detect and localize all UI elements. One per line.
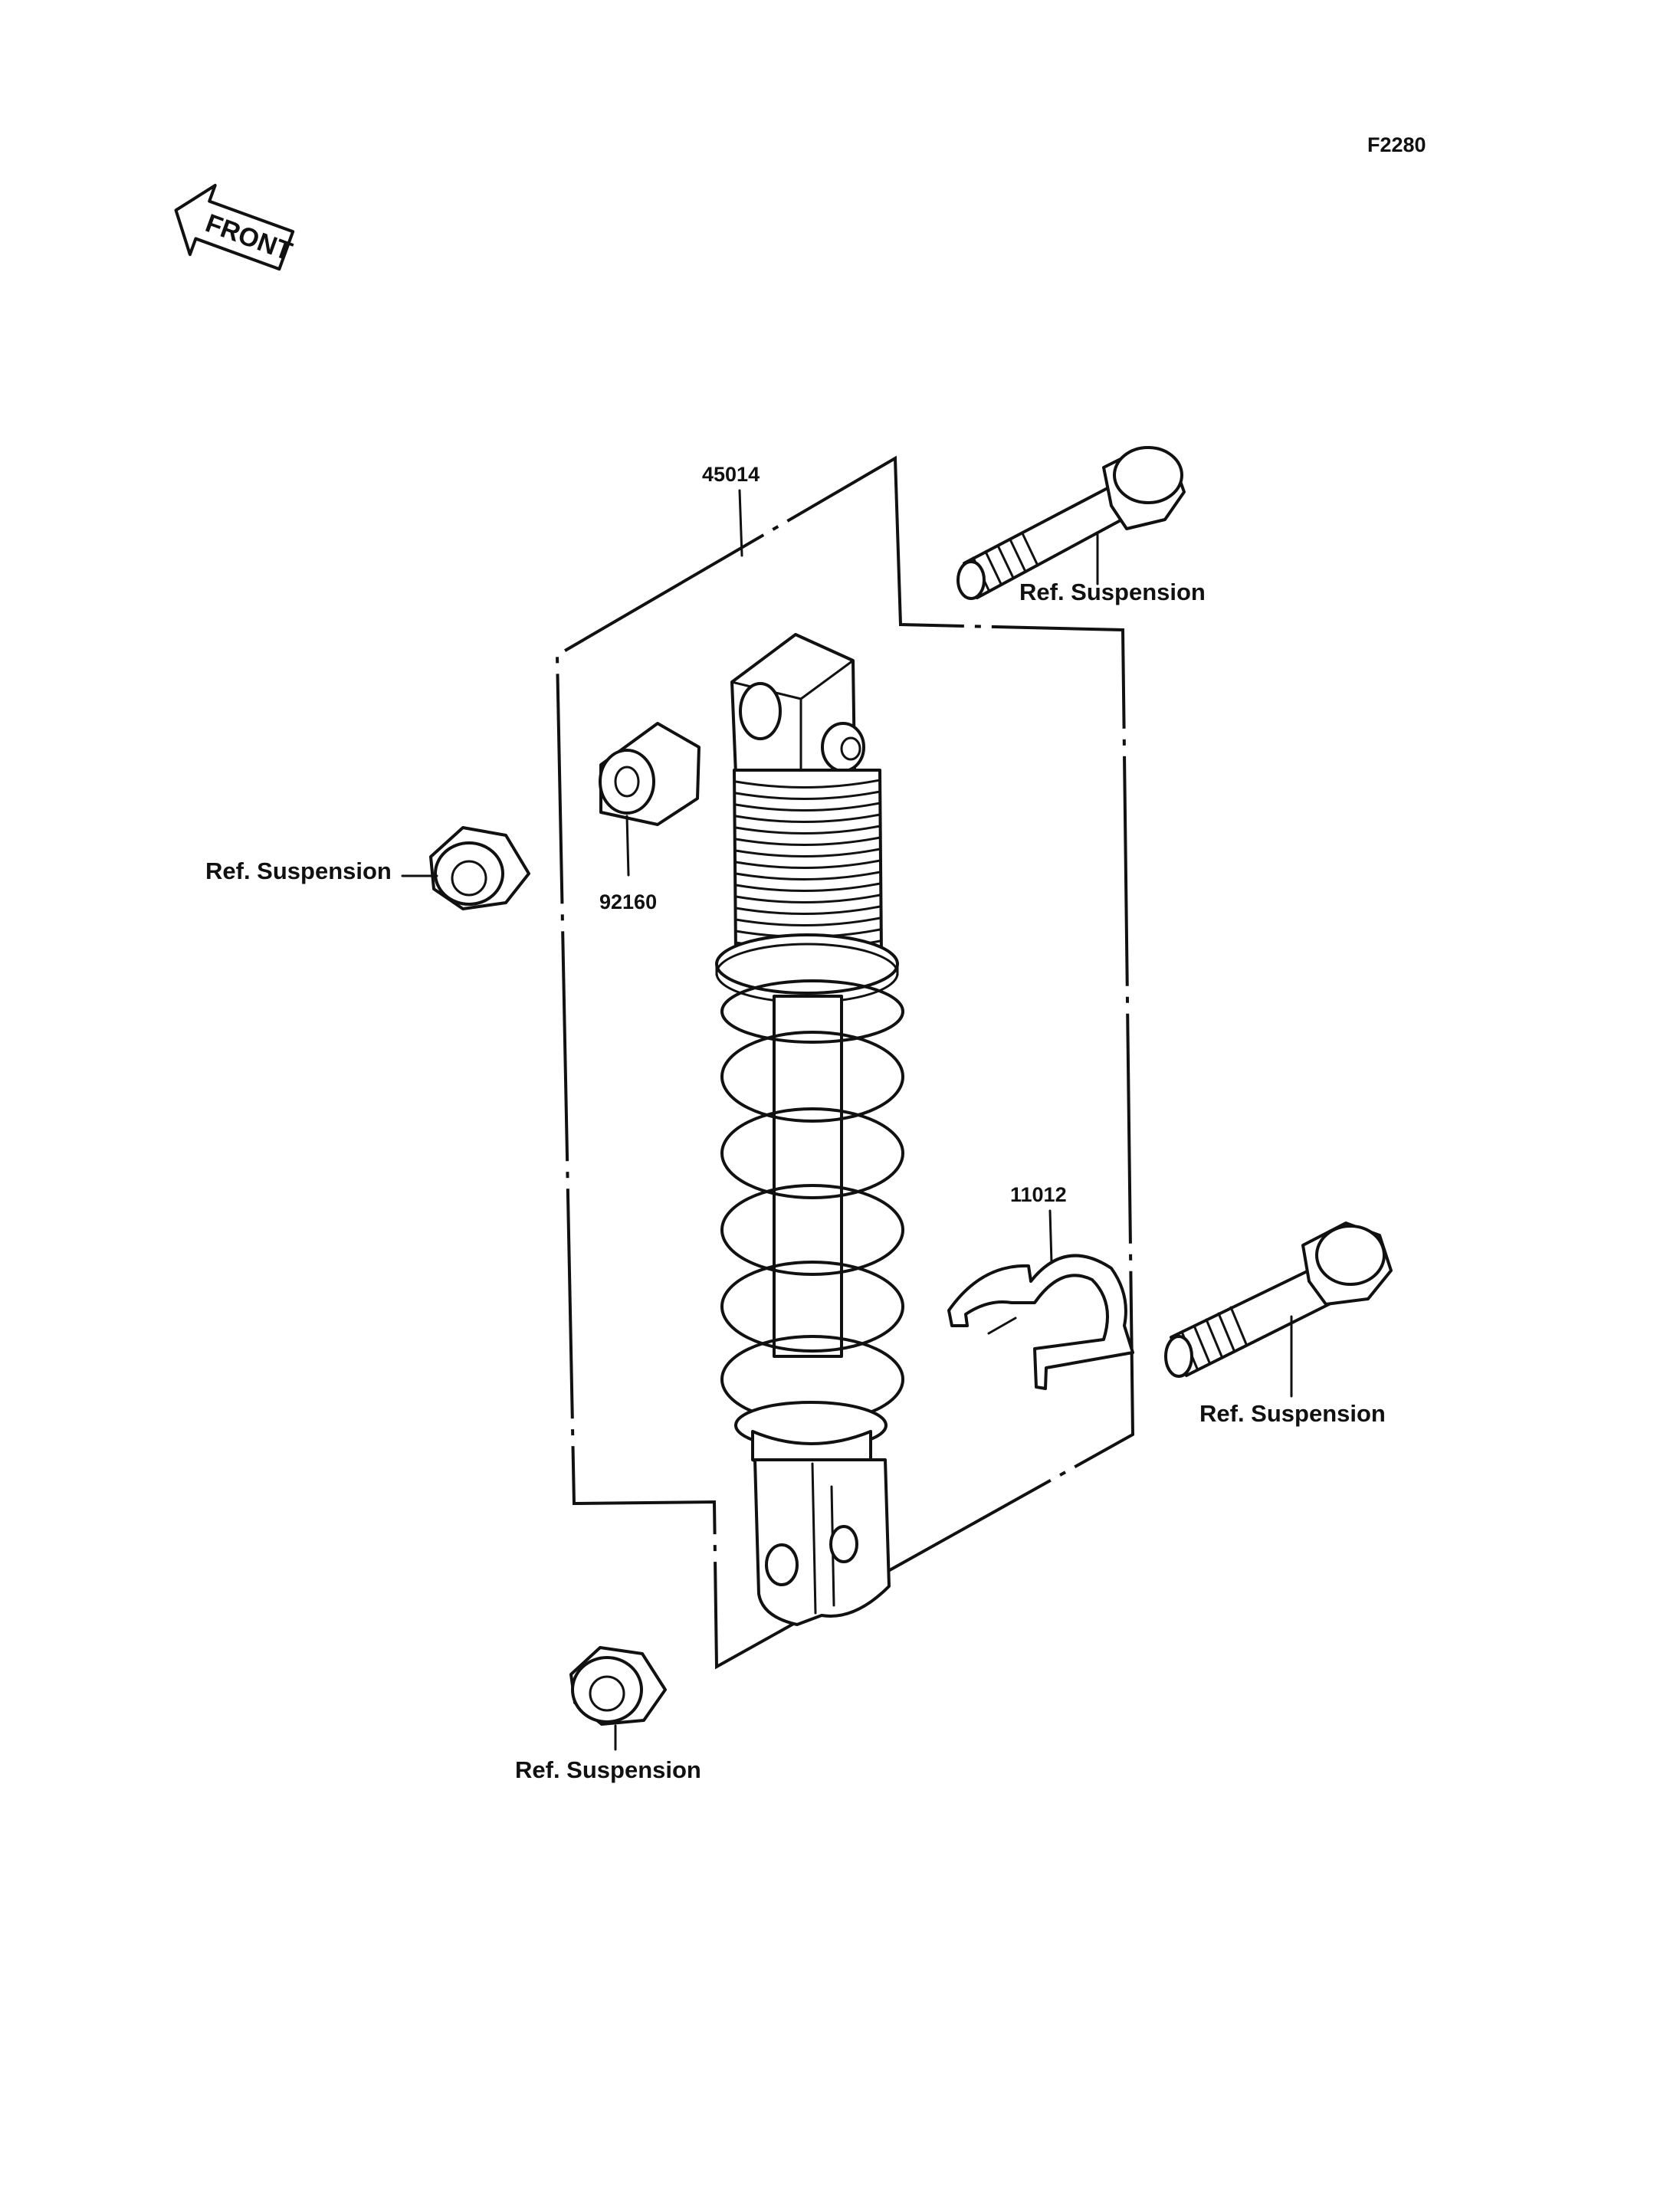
leader-45014 bbox=[738, 489, 743, 557]
callout-92160: 92160 bbox=[599, 890, 657, 913]
figure-code: F2280 bbox=[1367, 133, 1426, 156]
callout-45014: 45014 bbox=[702, 463, 760, 486]
lower-bolt bbox=[1164, 1221, 1393, 1398]
upper-mount-hole bbox=[739, 682, 782, 740]
upper-bolt bbox=[956, 446, 1186, 600]
callout-11012: 11012 bbox=[1010, 1183, 1067, 1206]
left-nut bbox=[401, 826, 530, 910]
coil-spring bbox=[720, 979, 904, 1424]
bushing-92160 bbox=[599, 722, 701, 877]
front-arrow-icon: FRONT bbox=[174, 183, 296, 271]
label-bolt-lower: Ref. Suspension bbox=[1199, 1400, 1386, 1427]
leader-11012 bbox=[1048, 1209, 1053, 1264]
clamp-11012 bbox=[947, 1209, 1134, 1390]
label-nut-left: Ref. Suspension bbox=[205, 857, 392, 884]
shock-absorber bbox=[715, 633, 904, 1626]
label-bolt-upper: Ref. Suspension bbox=[1019, 579, 1206, 605]
assembly-outline bbox=[555, 455, 1135, 1670]
label-nut-bottom: Ref. Suspension bbox=[515, 1756, 701, 1783]
bottom-nut bbox=[569, 1646, 667, 1751]
lower-mount-hole bbox=[765, 1543, 799, 1586]
leader-92160 bbox=[625, 815, 630, 877]
